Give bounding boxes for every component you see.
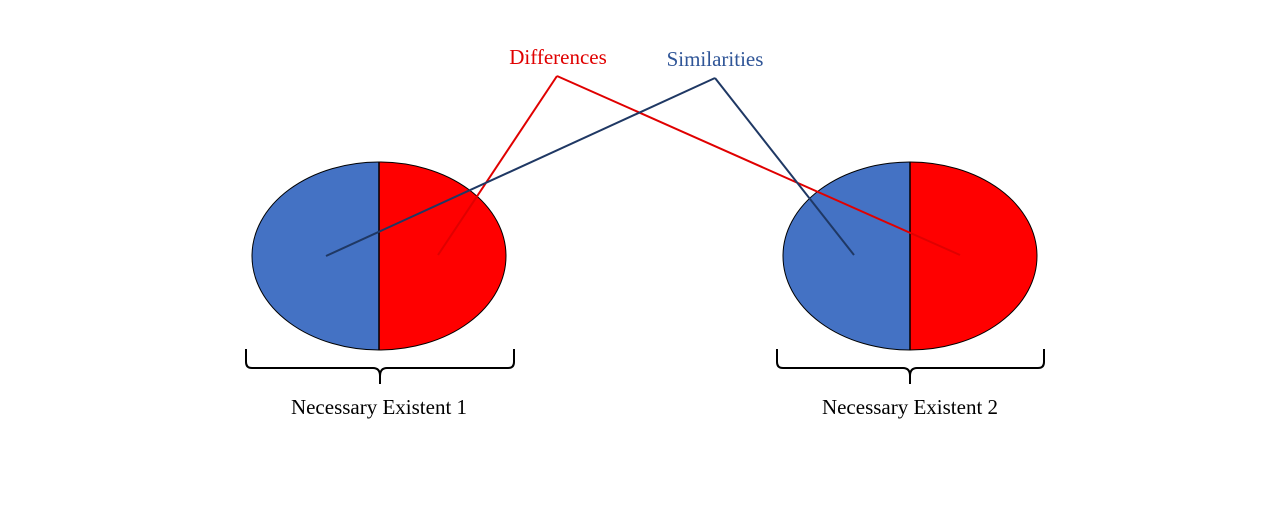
existent-1-similarities-half <box>252 162 379 350</box>
existent-1-brace <box>245 349 515 384</box>
differences-line-to-existent-1 <box>437 75 558 256</box>
differences-line-to-existent-2 <box>556 75 961 256</box>
differences-label: Differences <box>509 45 607 69</box>
existent-2-ellipse <box>782 161 1038 351</box>
existent-1-ellipse <box>251 161 507 351</box>
existent-1-differences-half <box>379 162 506 350</box>
similarities-line-to-existent-1 <box>325 77 716 257</box>
existent-1-caption: Necessary Existent 1 <box>290 395 468 419</box>
existent-2-brace <box>776 349 1045 384</box>
existent-2-differences-half <box>910 162 1037 350</box>
differences-connector <box>437 75 961 256</box>
existent-2-caption: Necessary Existent 2 <box>821 395 999 419</box>
similarities-connector <box>325 77 855 257</box>
existent-2-similarities-half <box>783 162 910 350</box>
similarities-label: Similarities <box>666 47 764 71</box>
similarities-line-to-existent-2 <box>714 77 855 256</box>
